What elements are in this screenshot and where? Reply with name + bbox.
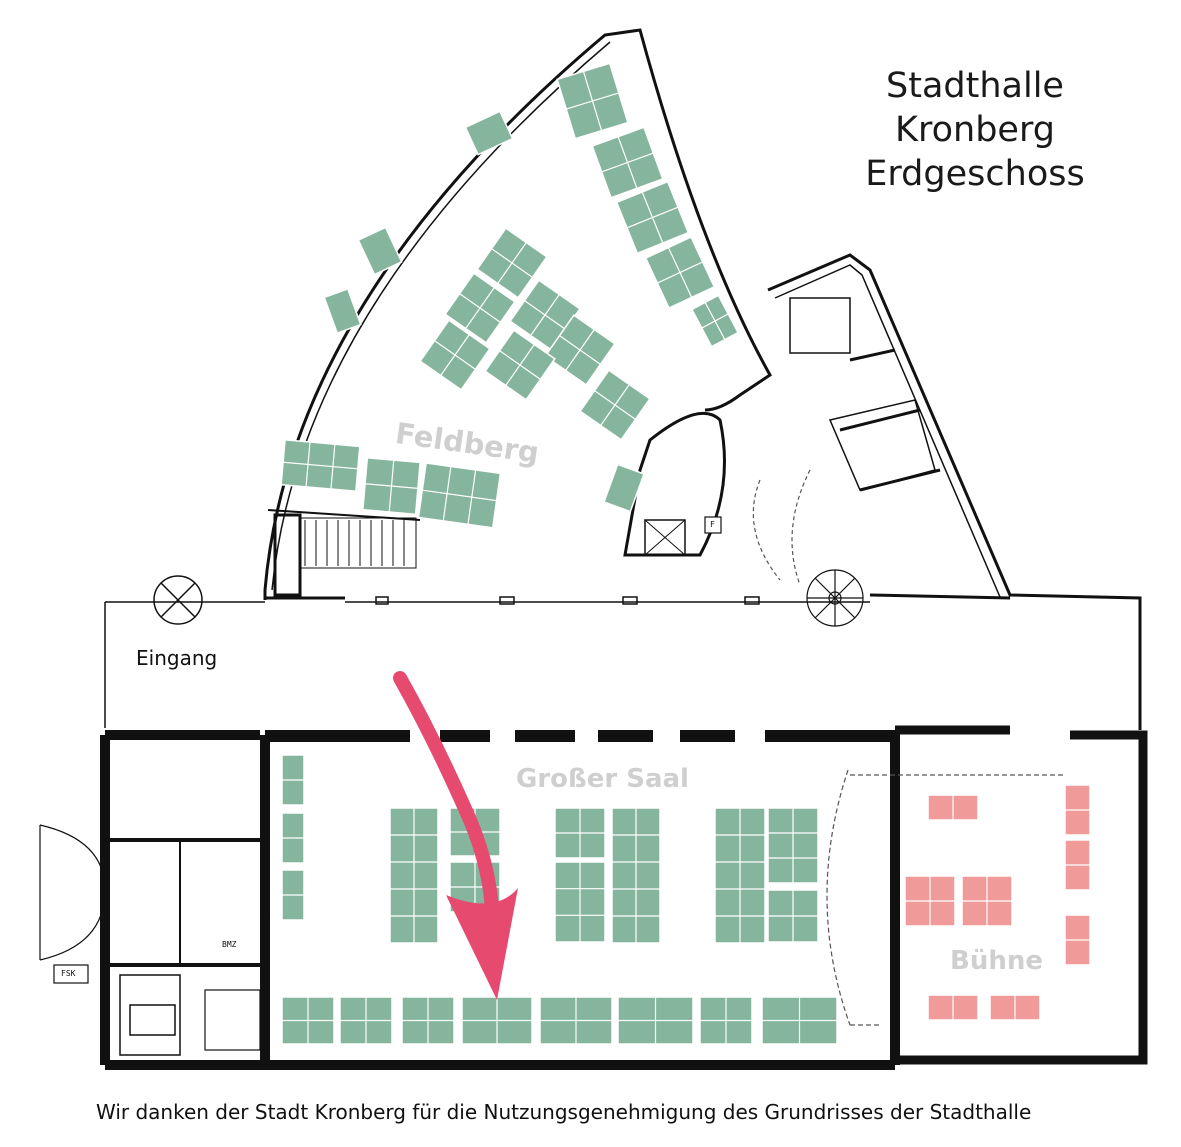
staircase-feldberg (273, 513, 417, 597)
stage-podium-top (927, 794, 979, 821)
direction-arrow (393, 671, 518, 1000)
stage-podium-bottom-0 (927, 994, 979, 1021)
table-feldberg-arc-0 (464, 110, 514, 156)
table-feldberg-wall-3 (644, 236, 716, 309)
stage-podium-bottom-1 (989, 994, 1041, 1021)
plan-title: Stadthalle Kronberg Erdgeschoss (850, 64, 1100, 196)
table-saal-block-6 (714, 807, 766, 944)
table-feldberg-center-5 (484, 329, 556, 401)
table-feldberg-center-6 (419, 319, 491, 391)
table-saal-bottom-1 (339, 996, 393, 1045)
f-box (704, 516, 722, 534)
tables-layer (280, 62, 838, 1045)
table-feldberg-center-0 (476, 227, 548, 299)
stage-elements-layer (904, 784, 1091, 1021)
foyer-pillars (375, 596, 760, 605)
table-feldberg-bottom-1 (362, 457, 421, 516)
table-saal-block-0 (389, 807, 439, 944)
table-feldberg-arc-2 (323, 287, 362, 335)
revolving-door (153, 575, 203, 625)
table-saal-bottom-4 (539, 996, 613, 1045)
table-saal-block-8 (767, 889, 819, 943)
credit-note: Wir danken der Stadt Kronberg für die Nu… (96, 1100, 1032, 1124)
left-service-rooms (105, 838, 265, 1056)
elevator-core (623, 411, 726, 557)
table-feldberg-wall-4 (690, 294, 740, 348)
fsk-label: FSK (61, 969, 76, 978)
table-feldberg-wall-0 (556, 62, 629, 140)
stage-riser-right-1 (1064, 839, 1091, 891)
table-feldberg-bottom-2 (417, 462, 502, 529)
table-saal-block-7 (767, 807, 819, 884)
table-feldberg-wall-2 (615, 180, 690, 255)
table-feldberg-bottom-0 (280, 439, 361, 493)
table-saal-bottom-3 (461, 996, 533, 1045)
table-feldberg-wall-1 (591, 126, 664, 199)
fsk-box (53, 964, 89, 984)
table-feldberg-arc-1 (357, 226, 403, 276)
room-label-eingang: Eingang (136, 646, 218, 670)
stage-riser-right-2 (1064, 914, 1091, 966)
table-saal-bottom-6 (699, 996, 753, 1045)
feldberg-room-outline (263, 28, 772, 600)
bmz-label: BMZ (222, 940, 237, 949)
stage-riser-right-0 (1064, 784, 1091, 836)
table-saal-block-3 (554, 807, 606, 859)
table-feldberg-center-4 (444, 272, 516, 344)
title-line-1: Stadthalle (886, 66, 1064, 106)
stair-left-lower (204, 989, 261, 1051)
stage-walls (895, 725, 1148, 1065)
saal-top-wall (265, 730, 895, 742)
table-saal-bottom-5 (617, 996, 694, 1045)
table-saal-left-2 (281, 869, 305, 921)
stage-curtain (826, 769, 1065, 1026)
table-saal-left-0 (281, 754, 305, 806)
table-saal-block-5 (611, 807, 661, 944)
spiral-staircase (806, 569, 864, 627)
f-label: F (710, 520, 715, 529)
table-feldberg-arc-3 (603, 463, 645, 513)
entrance-stairs (39, 824, 106, 961)
room-label-grosser-saal: Großer Saal (516, 764, 689, 794)
table-saal-bottom-7 (761, 996, 838, 1045)
table-feldberg-center-2 (544, 314, 616, 386)
table-saal-bottom-0 (281, 996, 335, 1045)
title-line-3: Erdgeschoss (865, 154, 1085, 194)
room-label-buehne: Bühne (950, 946, 1043, 976)
table-saal-left-1 (281, 812, 305, 864)
foyer-outline (104, 600, 1141, 730)
stage-podium-center-0 (904, 875, 956, 927)
curved-bench (752, 469, 811, 586)
table-feldberg-center-3 (579, 369, 651, 441)
table-saal-block-4 (554, 861, 606, 943)
title-line-2: Kronberg (895, 110, 1055, 150)
table-saal-bottom-2 (401, 996, 455, 1045)
stage-podium-center-1 (961, 875, 1013, 927)
right-wing-outline (767, 253, 1142, 730)
